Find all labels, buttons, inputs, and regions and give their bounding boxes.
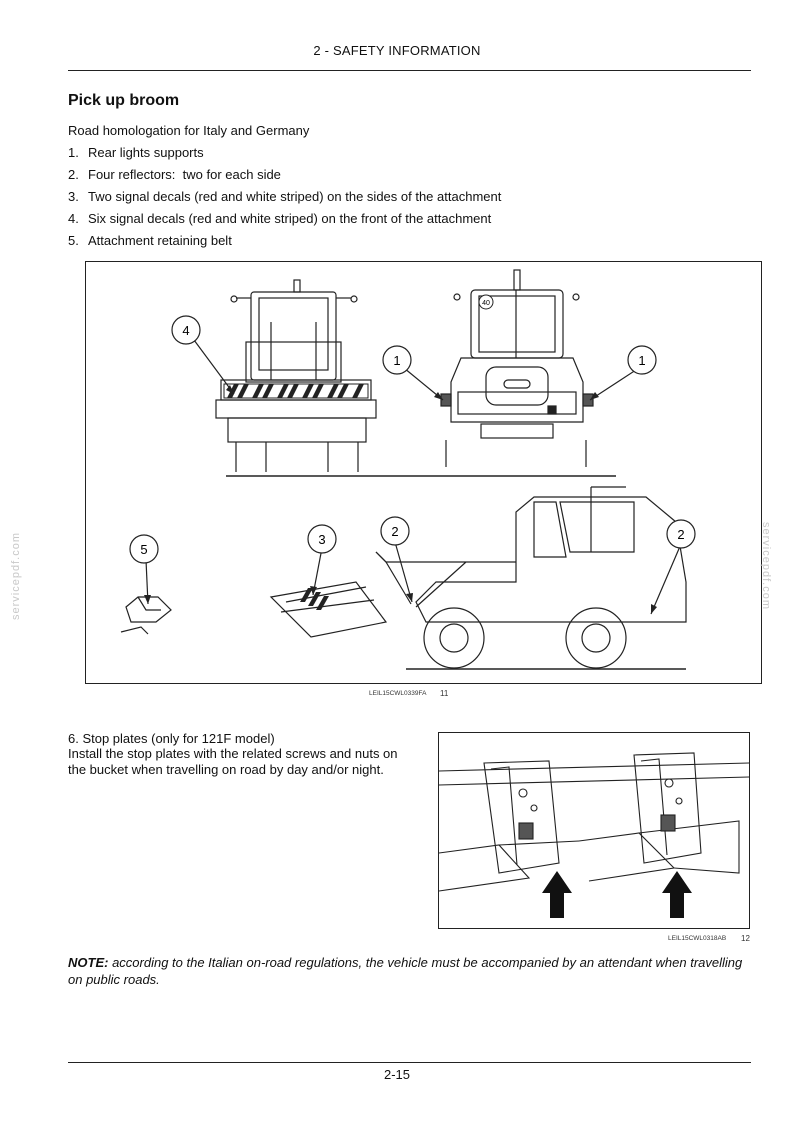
callout-2-left: 2 — [380, 516, 410, 546]
front-signal-decals — [223, 383, 369, 399]
side-view-loader — [269, 486, 687, 670]
figure-stop-plates — [438, 732, 750, 929]
side-signal-decal — [300, 588, 329, 610]
callout-4: 4 — [171, 315, 201, 345]
svg-text:2: 2 — [391, 524, 398, 539]
list-item: 3.Two signal decals (red and white strip… — [68, 189, 502, 204]
figure-broom-illustration: 40 4 1 — [85, 261, 762, 684]
list-item: 2.Four reflectors: two for each side — [68, 167, 281, 182]
callout-arrowheads — [144, 385, 657, 614]
list-item: 1.Rear lights supports — [68, 145, 204, 160]
stop-plates-body: Install the stop plates with the related… — [68, 746, 398, 777]
running-header: 2 - SAFETY INFORMATION — [313, 43, 481, 58]
svg-text:1: 1 — [638, 353, 645, 368]
cab-speed-badge: 40 — [478, 294, 494, 310]
page-number: 2-15 — [383, 1067, 411, 1082]
header-rule — [68, 70, 751, 71]
svg-text:3: 3 — [318, 532, 325, 547]
front-view-loader — [215, 279, 377, 472]
callout-1-left: 1 — [382, 345, 412, 375]
right-stop-plate — [633, 752, 702, 864]
broom-loader-drawing: 40 4 1 — [120, 269, 696, 670]
svg-text:4: 4 — [182, 323, 189, 338]
list-item: 4.Six signal decals (red and white strip… — [68, 211, 492, 226]
note-label: NOTE: — [68, 955, 109, 970]
figure2-code: LEIL15CWL0318AB — [668, 935, 727, 942]
callout-5: 5 — [129, 534, 159, 564]
stop-plates-drawing — [439, 752, 749, 918]
section-heading: Pick up broom — [68, 92, 180, 109]
callout-2-right: 2 — [666, 519, 696, 549]
svg-text:5: 5 — [140, 542, 147, 557]
callout-leaders — [145, 339, 682, 615]
watermark-right: servicepdf.com — [759, 522, 772, 610]
footer-rule — [68, 1062, 751, 1063]
figure1-code: LEIL15CWL0339FA — [369, 690, 427, 697]
strap-detail — [120, 596, 172, 635]
rear-view-loader — [440, 269, 594, 467]
figure1-number: 11 — [440, 689, 449, 698]
stop-plate-arrows — [542, 871, 692, 918]
intro-text: Road homologation for Italy and Germany — [68, 123, 310, 138]
svg-text:1: 1 — [393, 353, 400, 368]
figure2-number: 12 — [741, 934, 750, 943]
watermark-left: servicepdf.com — [9, 532, 22, 620]
safety-note: NOTE: according to the Italian on-road r… — [68, 954, 758, 988]
cab-badge-text: 40 — [482, 300, 490, 307]
stop-plates-title: 6. Stop plates (only for 121F model) — [68, 731, 275, 746]
note-text: according to the Italian on-road regulat… — [68, 955, 743, 987]
callout-3: 3 — [307, 524, 337, 554]
callout-1-right: 1 — [627, 345, 657, 375]
left-stop-plate — [483, 760, 560, 874]
list-item: 5.Attachment retaining belt — [68, 233, 232, 248]
svg-text:2: 2 — [677, 527, 684, 542]
